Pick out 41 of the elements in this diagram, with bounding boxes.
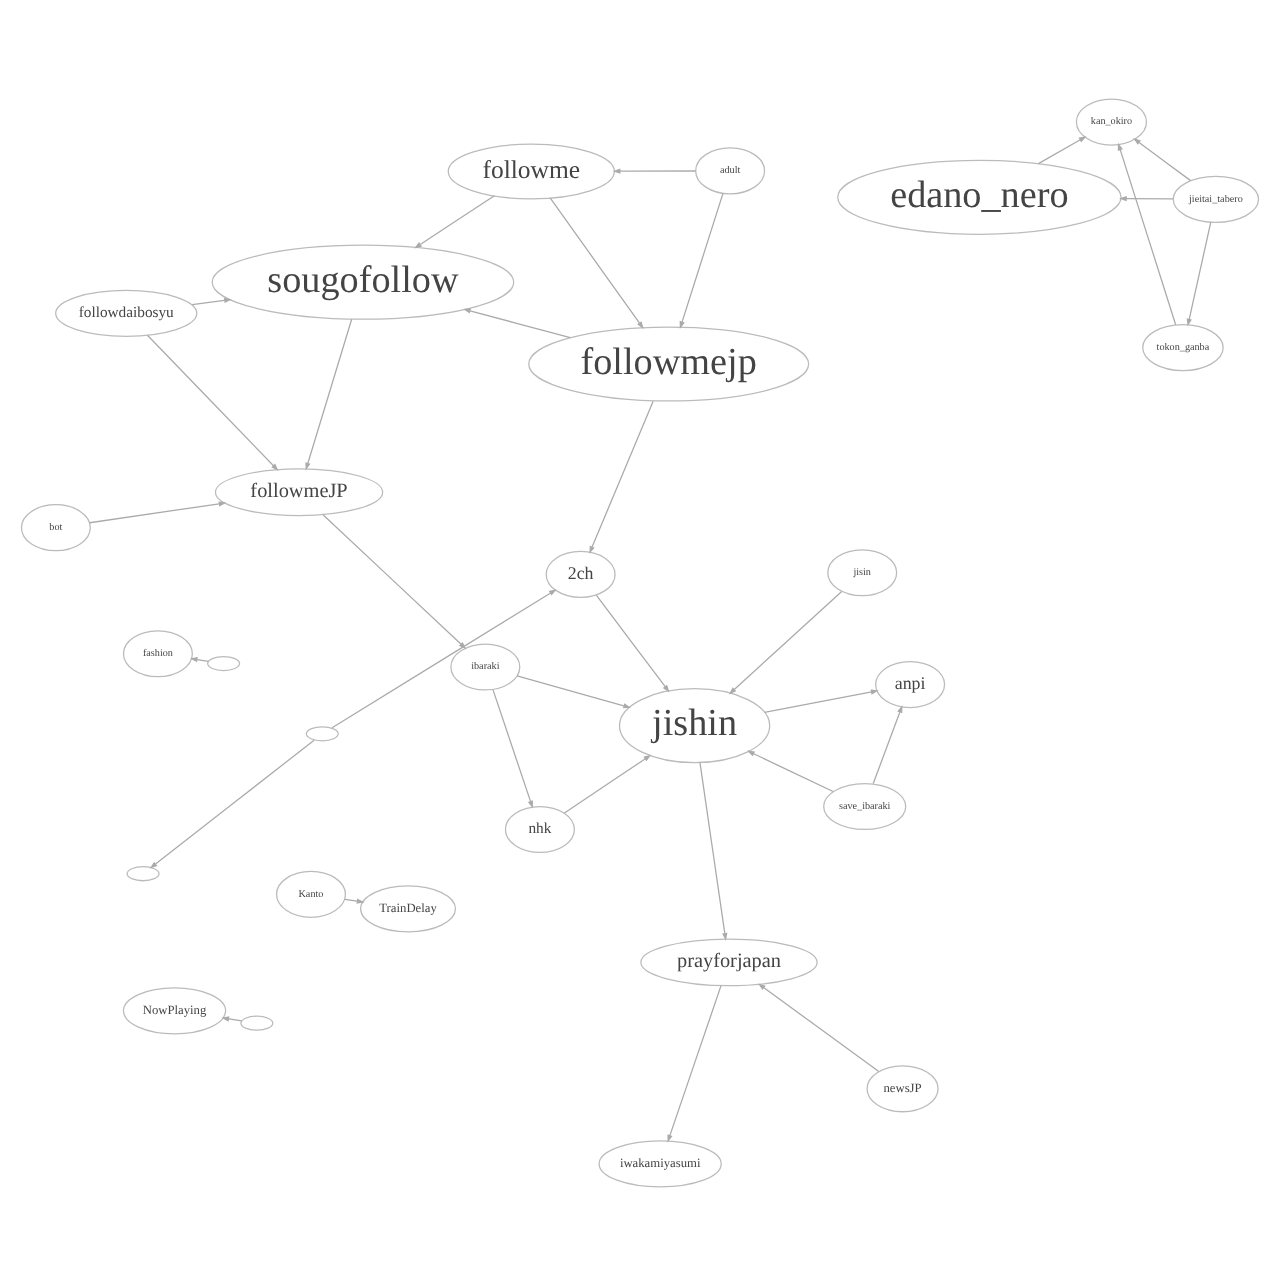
arrow [679,191,724,328]
arrow [589,399,654,553]
arrow [1117,141,1177,325]
arrow [305,317,353,470]
arrow [344,897,365,903]
arrow [1186,220,1212,326]
node-ellipse [207,654,241,671]
arrow [747,749,834,792]
arrow [763,688,879,712]
arrow [89,500,227,523]
arrow [563,753,652,813]
arrow [1037,135,1087,164]
arrow [728,589,843,694]
node-ellipse: edano_nero [837,158,1122,234]
arrow [667,984,722,1142]
arrow [872,704,903,784]
arrow [322,513,467,649]
node-ellipse [240,1014,274,1030]
arrow [1119,194,1174,201]
arrow [149,738,315,868]
node-ellipse [126,865,160,881]
node-ellipse: prayforjapan [640,937,818,986]
arrow [549,196,644,329]
arrow [492,687,533,808]
arrow [146,333,279,470]
arrow [699,761,728,940]
arrow [612,167,697,173]
arrow [414,194,495,248]
arrow [463,307,571,338]
arrow [757,982,880,1072]
arrow [189,655,209,662]
arrow [1133,137,1192,181]
arrow [595,593,670,692]
node-ellipse: followmejp [528,325,810,401]
arrow [516,674,631,708]
node-ellipse: anpi [875,659,946,708]
node-ellipse: followme [447,142,615,199]
arrow [221,1015,243,1021]
arrow [191,296,232,305]
node-ellipse [305,725,339,741]
arrow [331,588,557,728]
